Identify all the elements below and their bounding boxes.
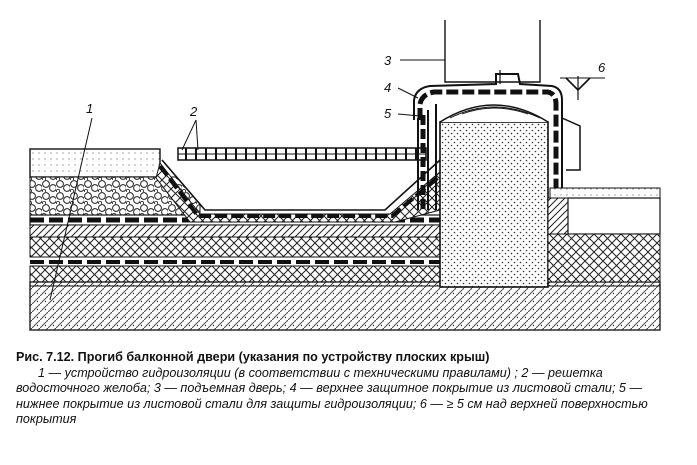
label-6: 6 [598, 60, 606, 75]
label-4: 4 [384, 80, 391, 95]
lower-steel-cover [417, 89, 559, 188]
balcony-door-section-drawing: 1 2 3 4 5 6 [29, 20, 661, 331]
sill-block [439, 121, 549, 288]
door-sill [413, 20, 581, 288]
label-2: 2 [189, 104, 198, 119]
gutter-grate [177, 147, 427, 161]
right-step-slab [549, 187, 661, 199]
lower-hatch-layer [29, 265, 441, 283]
caption-text: 1 — устройство гидроизоляции (в соответс… [16, 365, 648, 427]
label-5: 5 [384, 106, 392, 121]
left-floor-stack [29, 148, 661, 331]
caption-title: Рис. 7.12. Прогиб балконной двери (указа… [16, 350, 490, 364]
drip-flashing [561, 117, 581, 171]
structural-layer [29, 236, 441, 258]
lift-door [444, 20, 541, 83]
right-hatch-layer [547, 233, 661, 283]
right-screed [567, 197, 661, 235]
insulation-layer [29, 224, 441, 238]
leader-lines [49, 59, 445, 301]
paving-slab [29, 148, 161, 178]
right-floor-stack [547, 187, 661, 283]
figure-caption: Рис. 7.12. Прогиб балконной двери (указа… [16, 350, 688, 428]
upper-steel-cover [413, 73, 563, 190]
label-3: 3 [384, 53, 392, 68]
label-1: 1 [86, 101, 93, 116]
base-slab [29, 281, 661, 331]
dimension-6-marker [560, 76, 605, 100]
